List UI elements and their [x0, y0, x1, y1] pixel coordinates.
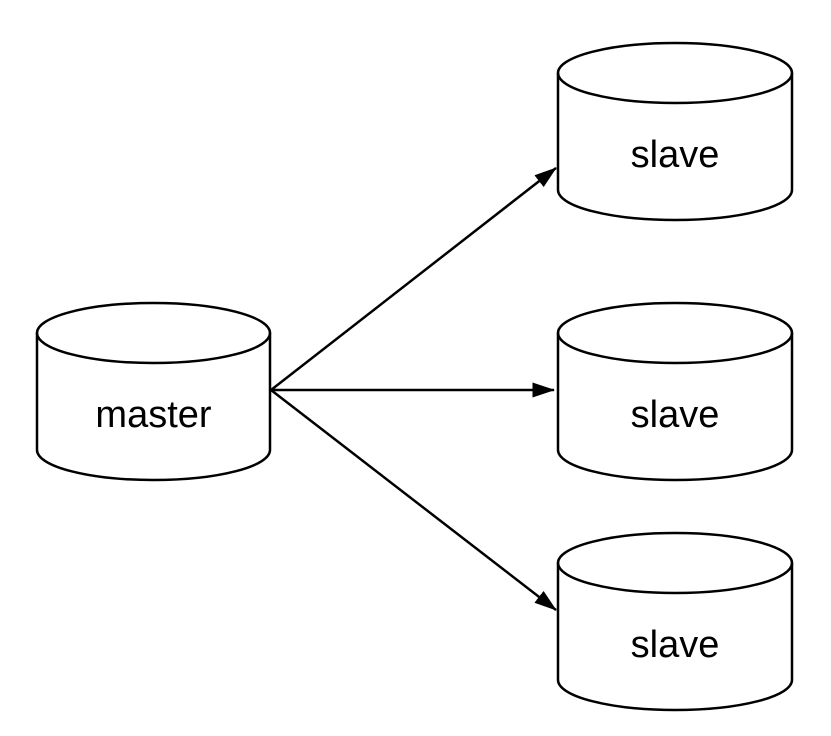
- cylinder-lid: [556, 332, 794, 365]
- edge-master-slave1: [270, 167, 557, 391]
- cylinder-lid: [35, 332, 272, 365]
- cylinder-body: [556, 41, 794, 222]
- cylinder-lid: [556, 72, 794, 105]
- cylinder-lid: [556, 562, 794, 595]
- cylinder-body: [35, 301, 272, 482]
- node-label-slave3: slave: [631, 624, 720, 666]
- node-label-slave1: slave: [631, 134, 720, 176]
- edge-master-slave3: [270, 389, 557, 611]
- node-master: master: [35, 301, 272, 482]
- node-slave2: slave: [556, 301, 794, 482]
- node-label-master: master: [95, 394, 211, 436]
- node-slave3: slave: [556, 531, 794, 712]
- node-slave1: slave: [556, 41, 794, 222]
- node-label-slave2: slave: [631, 394, 720, 436]
- cylinder-body: [556, 531, 794, 712]
- edges-layer: [270, 167, 557, 611]
- cylinder-body: [556, 301, 794, 482]
- nodes-layer: master slave slave slave: [35, 41, 794, 712]
